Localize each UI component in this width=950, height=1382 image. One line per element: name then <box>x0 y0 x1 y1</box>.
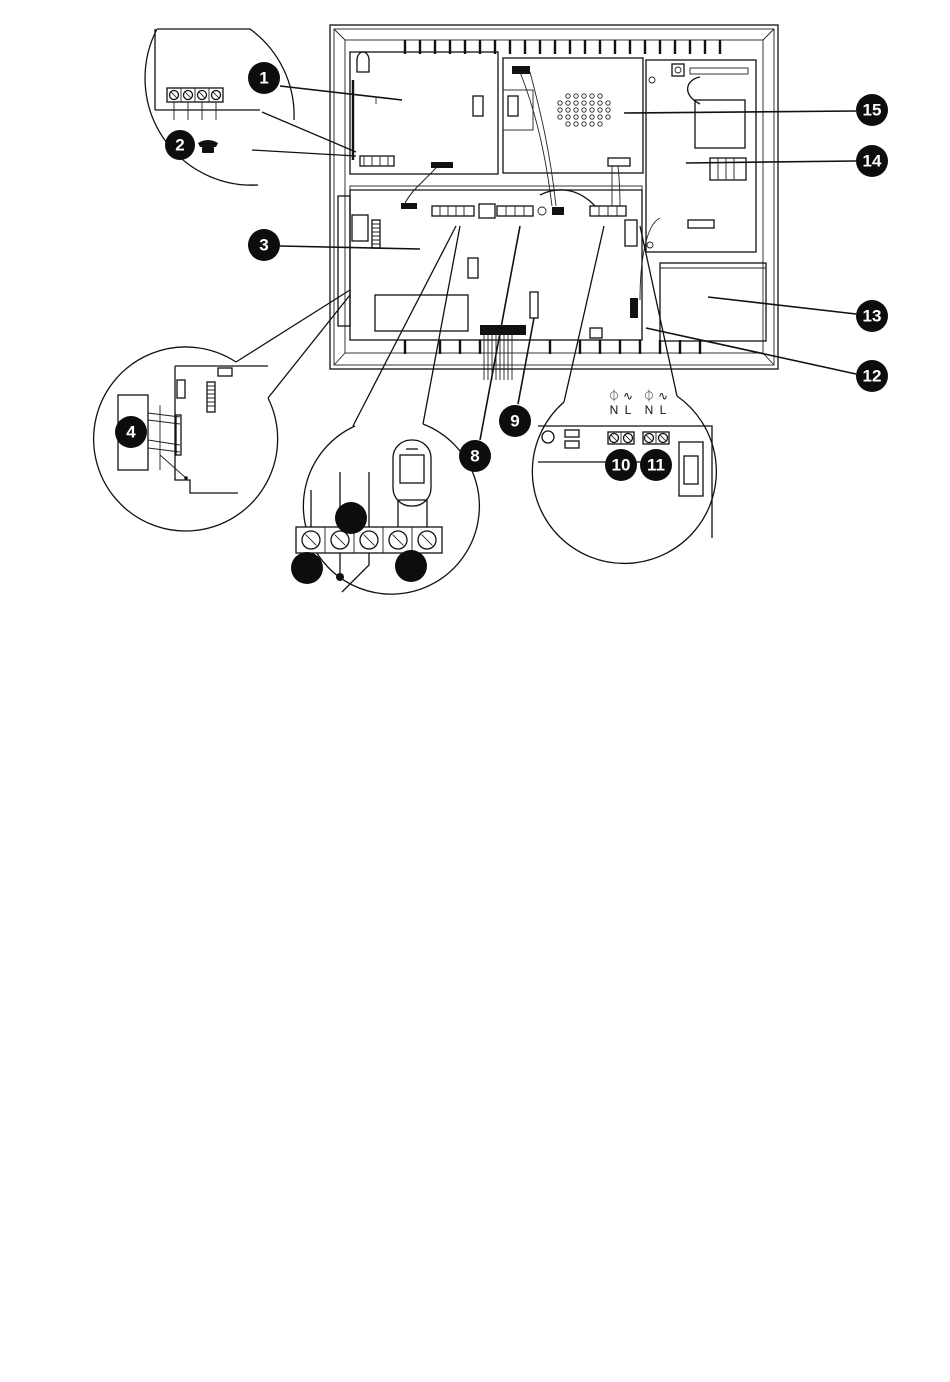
svg-text:4: 4 <box>126 423 136 442</box>
grille-hole <box>598 94 602 98</box>
grille-hole <box>566 122 570 126</box>
grille-hole <box>606 115 610 119</box>
main-board-3 <box>338 186 642 340</box>
grille-hole <box>574 101 578 105</box>
grille-hole <box>574 122 578 126</box>
callout-12: 12 <box>856 360 888 392</box>
grille-hole <box>582 122 586 126</box>
board-14 <box>646 60 756 252</box>
grille-hole <box>574 115 578 119</box>
svg-text:12: 12 <box>863 367 882 386</box>
board-1 <box>350 52 498 174</box>
grille-hole <box>582 115 586 119</box>
grille-hole <box>582 94 586 98</box>
callout-2: 2 <box>165 130 195 160</box>
ac-symbol-1: ∿ <box>623 389 633 403</box>
ribbon-cable-1 <box>401 162 453 209</box>
svg-text:14: 14 <box>863 152 882 171</box>
svg-text:11: 11 <box>647 456 665 475</box>
svg-text:3: 3 <box>259 236 268 255</box>
svg-text:10: 10 <box>612 456 631 475</box>
svg-text:13: 13 <box>863 307 882 326</box>
svg-text:2: 2 <box>175 136 184 155</box>
grille-hole <box>566 108 570 112</box>
grille-hole <box>574 94 578 98</box>
grille-hole <box>590 115 594 119</box>
sensor-device <box>393 440 431 506</box>
terminal-label-n2: N <box>645 403 654 417</box>
ac-symbol-2: ∿ <box>658 389 668 403</box>
callout-unlabeled-a <box>335 502 367 534</box>
grille-hole <box>558 115 562 119</box>
grille-hole <box>582 101 586 105</box>
svg-text:8: 8 <box>470 447 479 466</box>
detail-mains-terminals: N L N L ⏀ ∿ ⏀ ∿ <box>532 226 716 563</box>
callout-11: 11 <box>640 449 672 481</box>
svg-text:15: 15 <box>863 101 882 120</box>
svg-text:9: 9 <box>510 412 519 431</box>
callout-3: 3 <box>248 229 280 261</box>
callout-8: 8 <box>459 440 491 472</box>
grille-hole <box>590 108 594 112</box>
bottom-clips <box>405 340 700 354</box>
callout-layer: 1 2 3 4 8 9 10 11 <box>115 62 888 481</box>
callout-unlabeled-b <box>291 552 323 584</box>
callout-15: 15 <box>856 94 888 126</box>
svg-text:1: 1 <box>259 69 268 88</box>
terminal-label-l1: L <box>625 403 632 417</box>
grille-hole <box>574 108 578 112</box>
callout-13: 13 <box>856 300 888 332</box>
grille-hole <box>598 108 602 112</box>
ribbon-cable-2 <box>480 325 526 380</box>
grille-hole <box>566 101 570 105</box>
grille-hole <box>566 94 570 98</box>
callout-unlabeled-c <box>395 550 427 582</box>
panel-housing <box>330 25 778 369</box>
grille-hole <box>606 101 610 105</box>
grille-hole <box>598 115 602 119</box>
phase-symbol-2: ⏀ <box>643 388 655 403</box>
callout-14: 14 <box>856 145 888 177</box>
callout-10: 10 <box>605 449 637 481</box>
terminal-label-n1: N <box>610 403 619 417</box>
grille-hole <box>582 108 586 112</box>
grille-hole <box>590 101 594 105</box>
callout-4: 4 <box>115 416 147 448</box>
telephone-icon <box>198 140 218 153</box>
detail-sensor-terminals <box>291 226 479 594</box>
grille-hole <box>590 122 594 126</box>
callout-1: 1 <box>248 62 280 94</box>
grille-hole <box>606 108 610 112</box>
grille-hole <box>590 94 594 98</box>
grille-hole <box>558 108 562 112</box>
detail-phone-terminals <box>145 29 356 185</box>
callout-9: 9 <box>499 405 531 437</box>
board-15-speaker <box>503 58 643 173</box>
grille-hole <box>566 115 570 119</box>
grille-hole <box>558 101 562 105</box>
phase-symbol-1: ⏀ <box>608 388 620 403</box>
terminal-label-l2: L <box>660 403 667 417</box>
grille-hole <box>598 122 602 126</box>
speaker-grille <box>558 94 610 126</box>
grille-hole <box>598 101 602 105</box>
